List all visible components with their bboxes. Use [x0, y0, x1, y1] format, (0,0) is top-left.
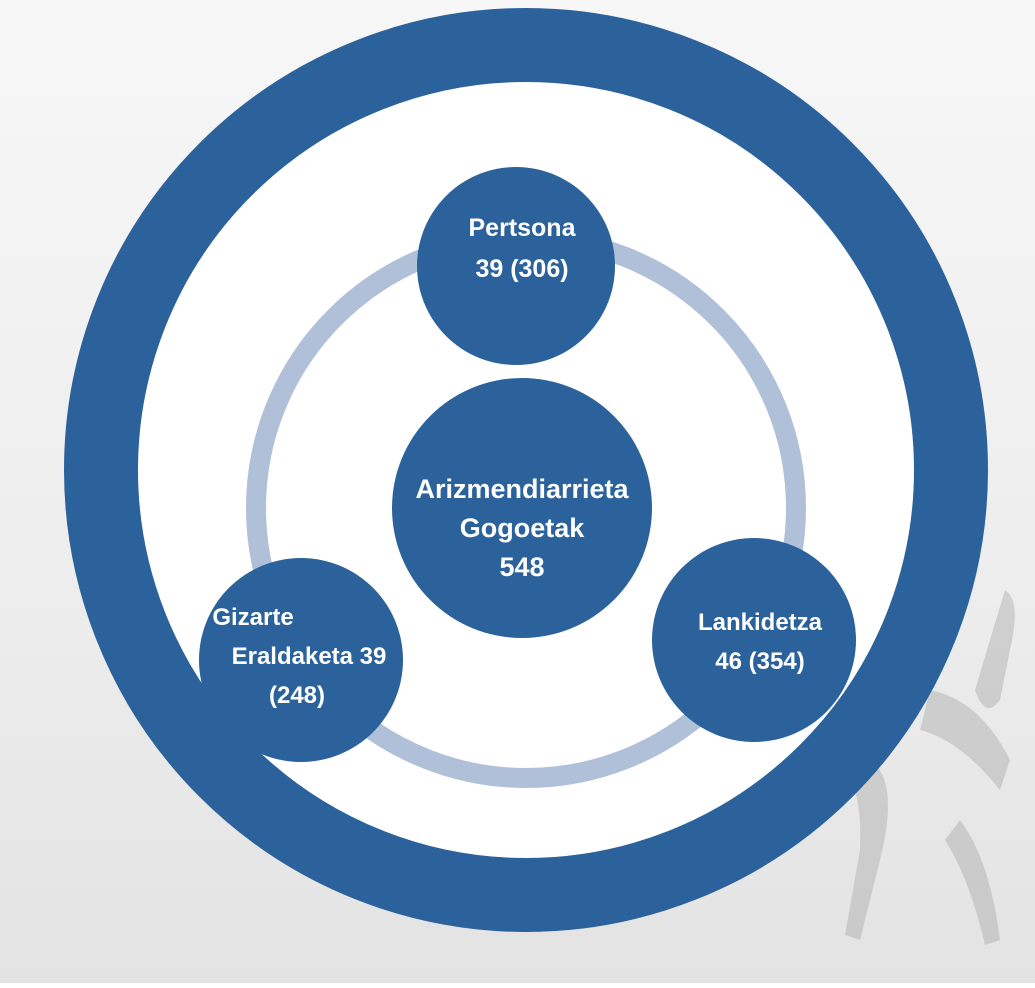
node-gizarte-eraldaketa: Gizarte Eraldaketa 39 (248) [199, 558, 403, 762]
node-gizarte-line-3: (248) [269, 682, 325, 709]
center-node: Arizmendiarrieta Gogoetak 548 [392, 378, 652, 638]
node-lankidetza: Lankidetza 46 (354) [652, 538, 856, 742]
center-node-line-1: Arizmendiarrieta [415, 474, 629, 504]
node-gizarte-line-1: Gizarte [212, 604, 293, 631]
node-pertsona-line-1: Pertsona [469, 214, 577, 242]
node-gizarte-line-2: Eraldaketa 39 [232, 643, 387, 670]
background-figure [845, 590, 1015, 945]
center-node-line-2: Gogoetak [460, 513, 586, 543]
center-node-line-3: 548 [499, 552, 544, 582]
node-lankidetza-line-1: Lankidetza [698, 609, 823, 636]
node-pertsona: Pertsona 39 (306) [417, 167, 615, 365]
node-lankidetza-line-2: 46 (354) [715, 648, 804, 675]
node-pertsona-line-2: 39 (306) [475, 255, 568, 283]
outer-ring-label: Hezkuntza 53 [453, 106, 618, 136]
